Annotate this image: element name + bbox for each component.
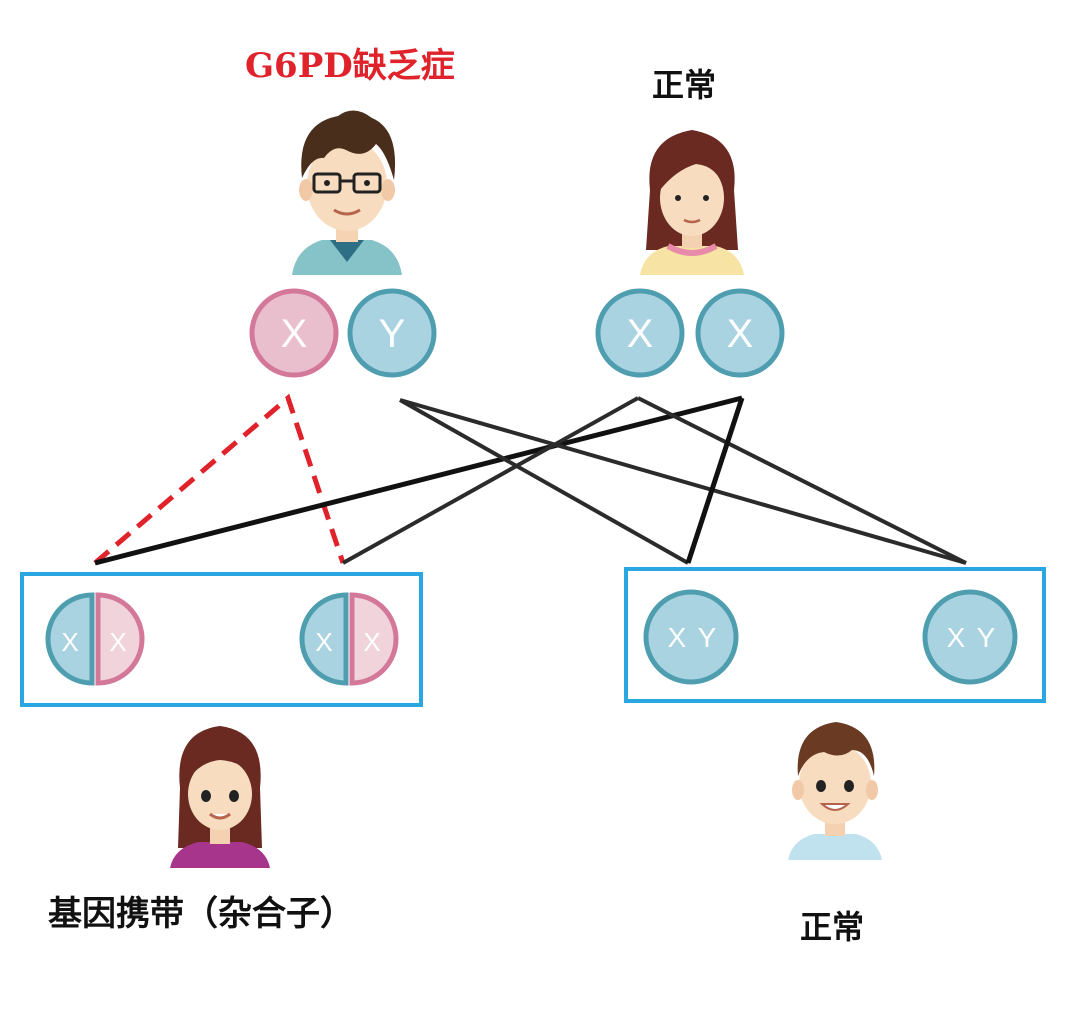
- daughter-2-chromosomes: X X: [290, 591, 408, 687]
- father-y-to-son-2-line: [399, 398, 967, 565]
- svg-text:Y: Y: [379, 312, 406, 356]
- father-y-chromosome: Y: [346, 287, 438, 379]
- svg-text:X: X: [668, 622, 687, 653]
- svg-text:X: X: [315, 627, 332, 657]
- svg-text:X: X: [281, 312, 308, 356]
- girl-icon: [160, 718, 280, 868]
- svg-text:X: X: [727, 312, 754, 356]
- mother-x-to-daughter-2-line: [342, 396, 639, 565]
- mother-x-chromosome-2: X: [694, 287, 786, 379]
- mother-x-to-daughter-1-line: [94, 395, 743, 566]
- father-x-dashed-line: [93, 393, 346, 565]
- svg-text:Y: Y: [977, 622, 996, 653]
- boy-icon: [780, 710, 890, 860]
- father-x-chromosome: X: [248, 287, 340, 379]
- svg-text:X: X: [947, 622, 966, 653]
- son-1-chromosomes: X Y: [641, 587, 741, 687]
- daughter-1-chromosomes: X X: [36, 591, 154, 687]
- father-y-to-son-1-line: [399, 398, 689, 565]
- sons-label: 正常: [800, 908, 865, 946]
- man-with-glasses-icon: [282, 100, 412, 275]
- svg-text:X: X: [61, 627, 78, 657]
- daughters-label: 基因携带（杂合子）: [48, 894, 354, 934]
- sons-box: [624, 567, 1046, 703]
- mother-x2-to-son-1-line: [685, 397, 745, 564]
- mother-label: 正常: [652, 66, 717, 104]
- svg-text:X: X: [109, 627, 126, 657]
- son-2-chromosomes: X Y: [920, 587, 1020, 687]
- daughters-box: [20, 572, 423, 707]
- mother-x-chromosome-1: X: [594, 287, 686, 379]
- woman-long-hair-icon: [632, 120, 752, 275]
- svg-text:Y: Y: [698, 622, 717, 653]
- father-label: G6PD缺乏症: [245, 46, 455, 86]
- mother-x1-to-son-2-line: [637, 396, 967, 565]
- svg-text:X: X: [627, 312, 654, 356]
- svg-text:X: X: [363, 627, 380, 657]
